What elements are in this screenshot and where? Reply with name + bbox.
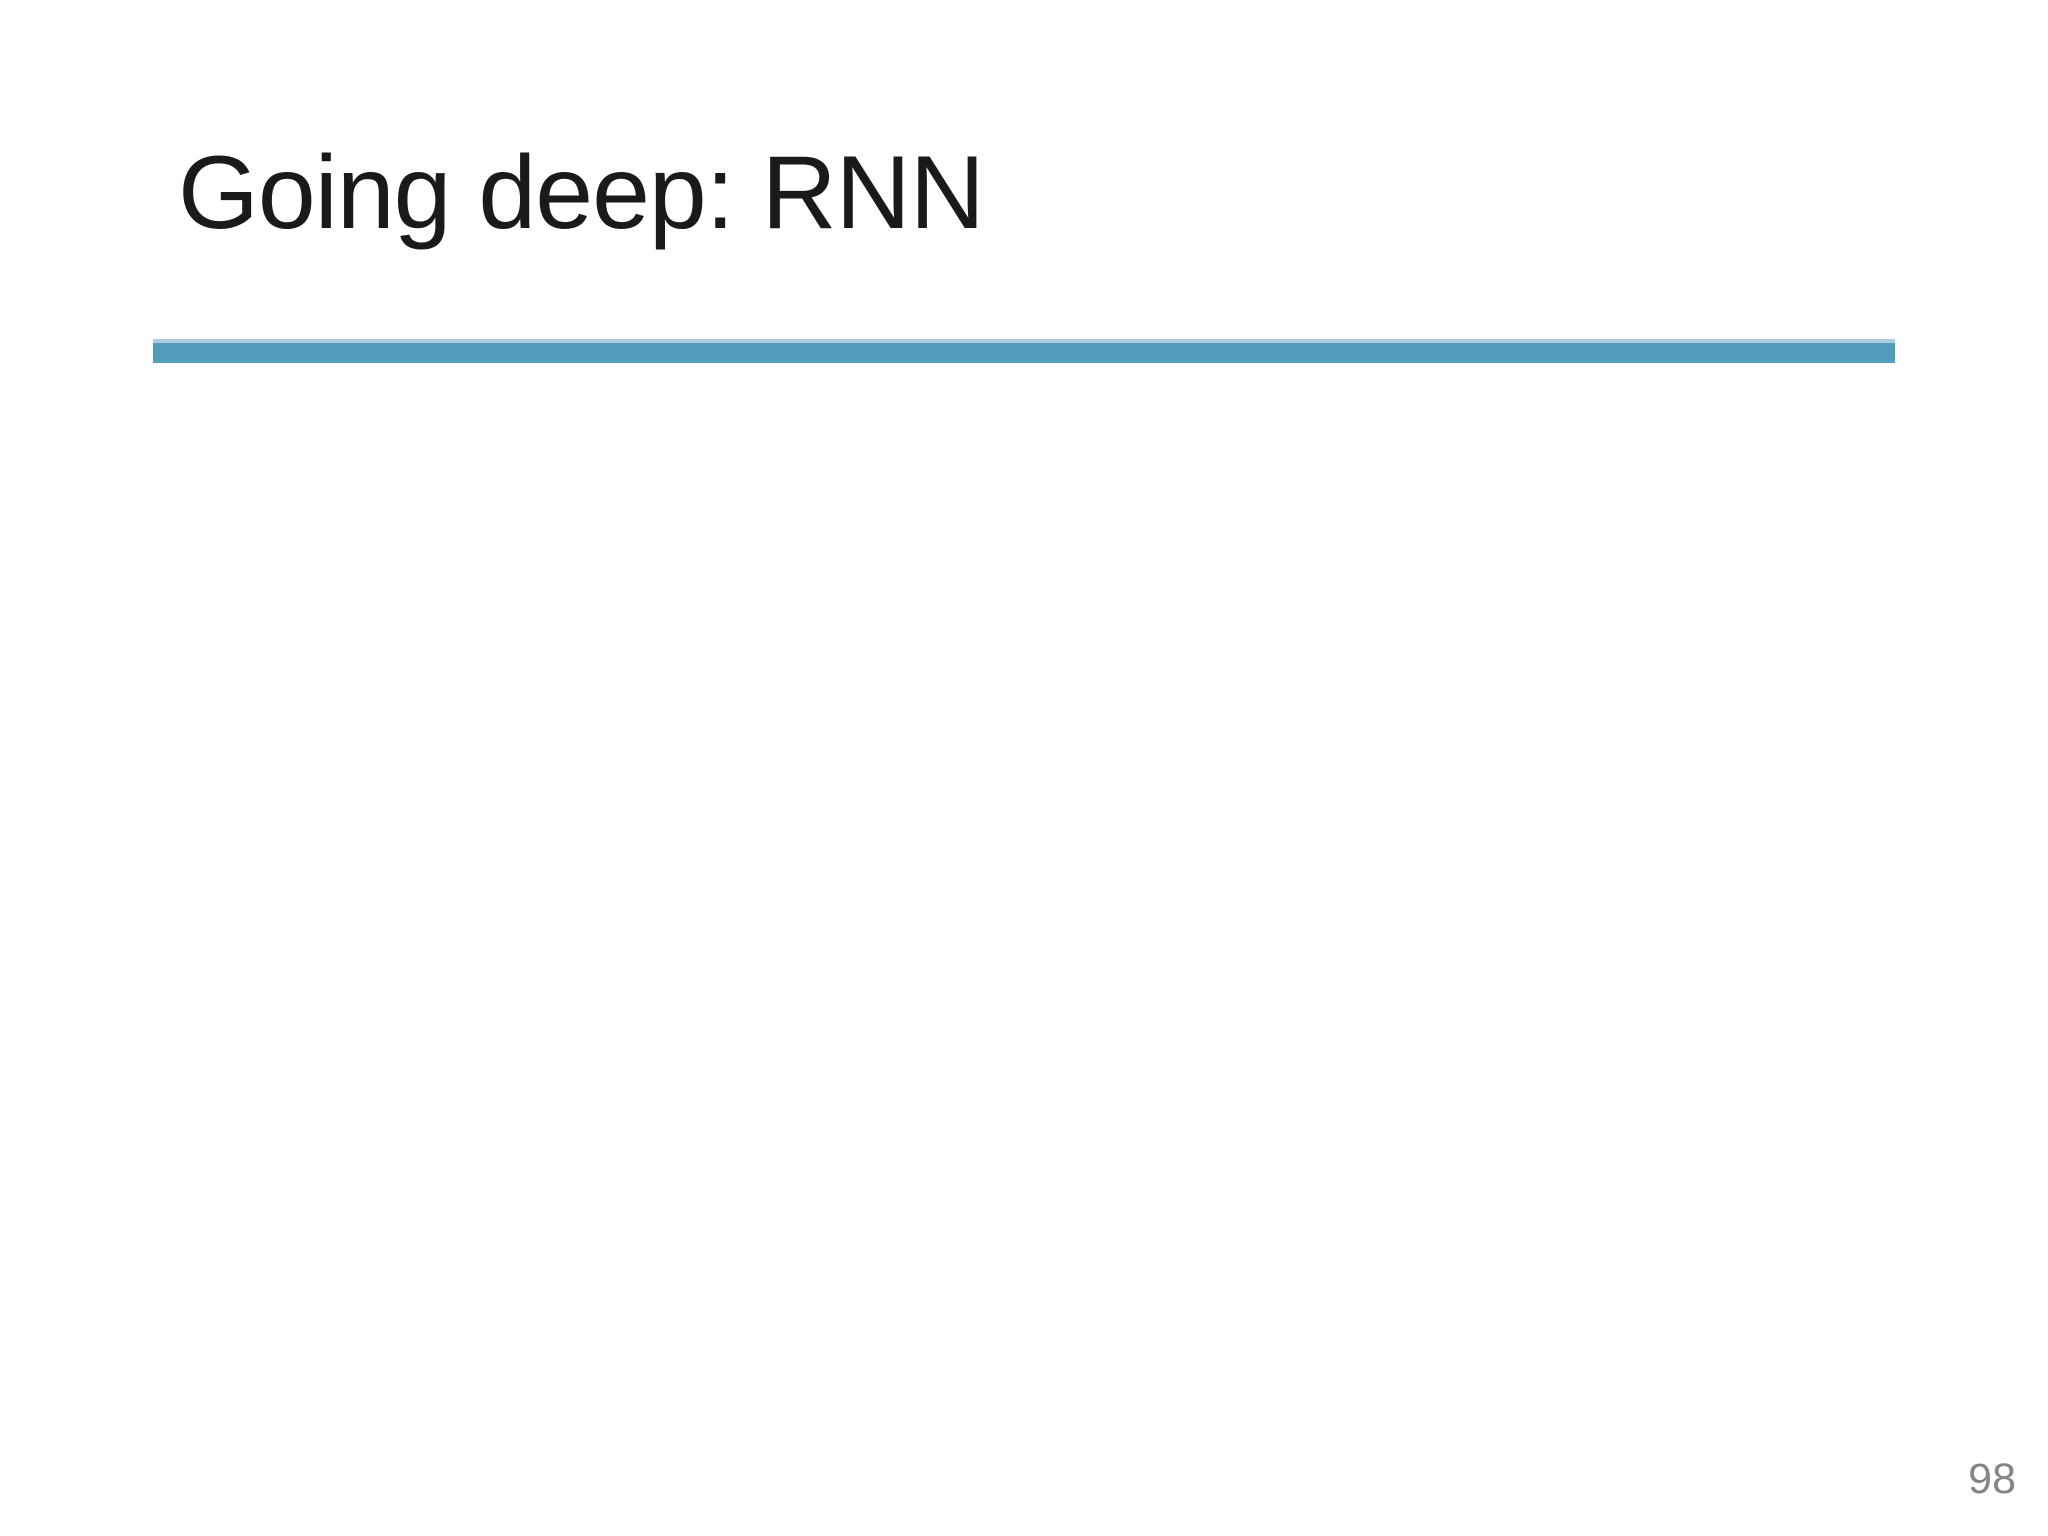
- page-number: 98: [1968, 1455, 2016, 1503]
- title-divider-bar: [153, 339, 1895, 363]
- slide-title: Going deep: RNN: [178, 135, 985, 251]
